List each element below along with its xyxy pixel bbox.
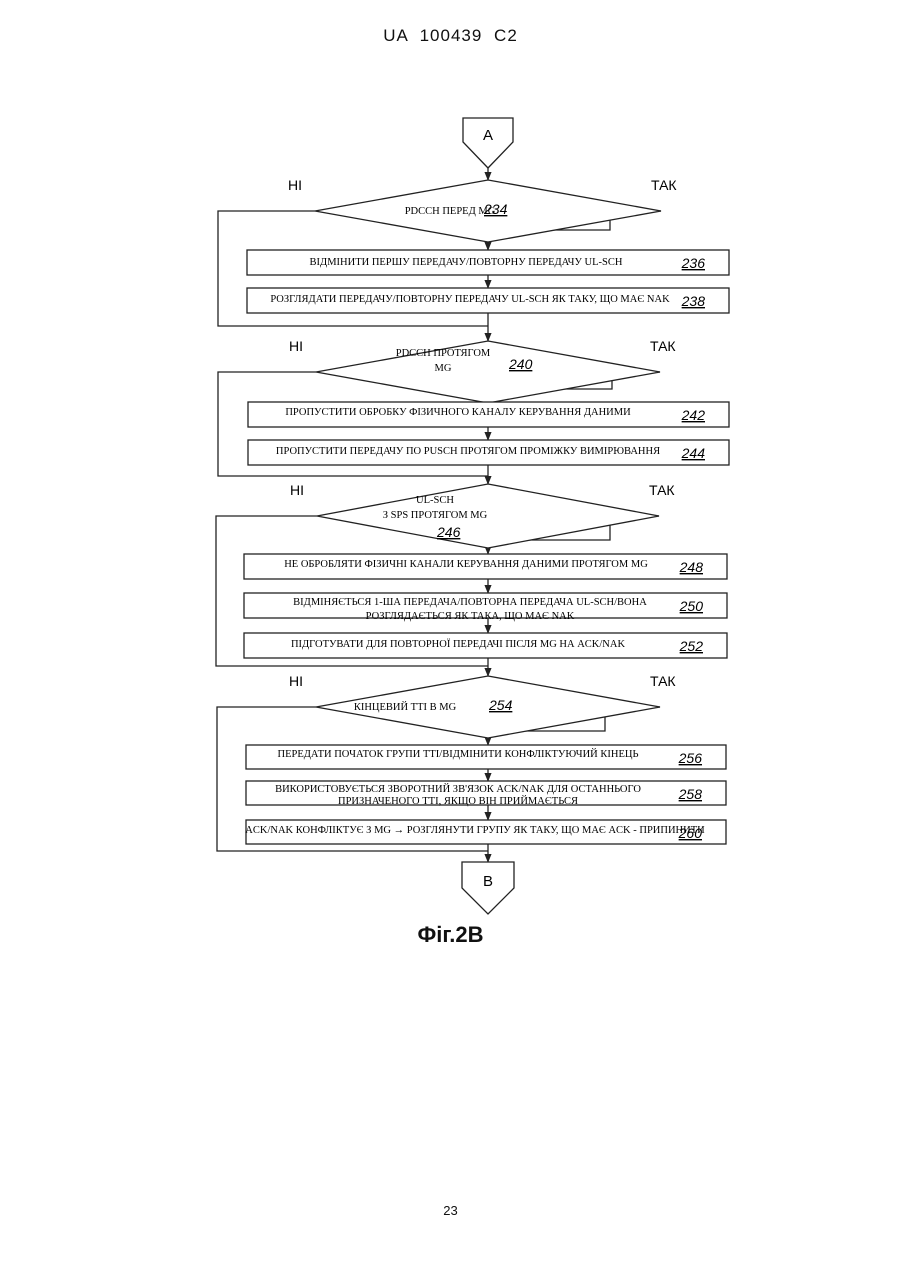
process-step-260: ACK/NAK КОНФЛІКТУЄ З MG → РОЗГЛЯНУТИ ГРУ… <box>245 820 726 844</box>
figure-caption: Фіг.2В <box>0 922 901 948</box>
start-connector: A <box>463 118 513 168</box>
decision-246-shape <box>317 484 659 548</box>
process-step-244: ПРОПУСТИТИ ПЕРЕДАЧУ ПО PUSCH ПРОТЯГОМ ПР… <box>248 440 729 465</box>
decision-254-no-label: НІ <box>289 673 303 689</box>
process-step-236-label: ВІДМІНИТИ ПЕРШУ ПЕРЕДАЧУ/ПОВТОРНУ ПЕРЕДА… <box>310 257 623 268</box>
decision-240-yes-label: ТАК <box>650 338 676 354</box>
process-step-258-label: ПРИЗНАЧЕНОГО TTI, ЯКЩО ВІН ПРИЙМАЄТЬСЯ <box>338 795 578 807</box>
decision-254-yes-label: ТАК <box>650 673 676 689</box>
process-step-248-label: НЕ ОБРОБЛЯТИ ФІЗИЧНІ КАНАЛИ КЕРУВАННЯ ДА… <box>284 559 648 570</box>
process-step-256-label: ПЕРЕДАТИ ПОЧАТОК ГРУПИ TTI/ВІДМІНИТИ КОН… <box>278 748 639 760</box>
decision-246-no-label: НІ <box>290 482 304 498</box>
end-connector-label: B <box>483 873 493 890</box>
decision-246-ref: 246 <box>436 524 461 540</box>
process-step-238-ref: 238 <box>681 293 706 309</box>
decision-234-ref: 234 <box>483 201 508 217</box>
decision-240-label: MG <box>435 363 452 374</box>
process-step-250-label: РОЗГЛЯДАЄТЬСЯ ЯК ТАКА, ЩО МАЄ NAK <box>366 611 575 622</box>
process-step-242: ПРОПУСТИТИ ОБРОБКУ ФІЗИЧНОГО КАНАЛУ КЕРУ… <box>248 402 729 427</box>
process-step-238-label: РОЗГЛЯДАТИ ПЕРЕДАЧУ/ПОВТОРНУ ПЕРЕДАЧУ UL… <box>270 294 670 305</box>
decision-246-label: UL-SCH <box>416 495 454 506</box>
process-step-244-ref: 244 <box>681 445 706 461</box>
process-step-260-label: ACK/NAK КОНФЛІКТУЄ З MG → РОЗГЛЯНУТИ ГРУ… <box>245 825 705 836</box>
process-step-236-ref: 236 <box>681 255 706 271</box>
decision-234-label: PDCCH ПЕРЕД MG <box>405 206 496 217</box>
process-step-250-ref: 250 <box>679 598 704 614</box>
start-connector-label: A <box>483 127 493 144</box>
decision-254-ref: 254 <box>488 697 513 713</box>
decision-240-no-label: НІ <box>289 338 303 354</box>
process-step-252-label: ПІДГОТУВАТИ ДЛЯ ПОВТОРНОЇ ПЕРЕДАЧІ ПІСЛЯ… <box>291 638 626 650</box>
decision-234: PDCCH ПЕРЕД MG234 НІ ТАК <box>288 177 677 242</box>
decision-240-label: PDCCH ПРОТЯГОМ <box>396 348 491 359</box>
process-step-238: РОЗГЛЯДАТИ ПЕРЕДАЧУ/ПОВТОРНУ ПЕРЕДАЧУ UL… <box>247 288 729 313</box>
process-step-250: ВІДМІНЯЄТЬСЯ 1-ША ПЕРЕДАЧА/ПОВТОРНА ПЕРЕ… <box>244 593 727 622</box>
process-step-248: НЕ ОБРОБЛЯТИ ФІЗИЧНІ КАНАЛИ КЕРУВАННЯ ДА… <box>244 554 727 579</box>
decision-240: PDCCH ПРОТЯГОМ MG 240 НІ ТАК <box>289 338 676 403</box>
decision-234-yes-label: ТАК <box>651 177 677 193</box>
decision-234-no-label: НІ <box>288 177 302 193</box>
process-step-236: ВІДМІНИТИ ПЕРШУ ПЕРЕДАЧУ/ПОВТОРНУ ПЕРЕДА… <box>247 250 729 275</box>
page-number: 23 <box>0 1203 901 1218</box>
decision-254-label: КІНЦЕВИЙ TTI В MG <box>354 701 457 713</box>
process-step-256-ref: 256 <box>678 750 703 766</box>
process-step-244-label: ПРОПУСТИТИ ПЕРЕДАЧУ ПО PUSCH ПРОТЯГОМ ПР… <box>276 446 660 457</box>
process-step-252: ПІДГОТУВАТИ ДЛЯ ПОВТОРНОЇ ПЕРЕДАЧІ ПІСЛЯ… <box>244 633 727 658</box>
end-connector: B <box>462 862 514 914</box>
decision-254: КІНЦЕВИЙ TTI В MG 254 НІ ТАК <box>289 673 676 738</box>
process-step-252-ref: 252 <box>679 638 704 654</box>
process-step-242-ref: 242 <box>681 407 706 423</box>
process-step-242-label: ПРОПУСТИТИ ОБРОБКУ ФІЗИЧНОГО КАНАЛУ КЕРУ… <box>285 407 631 418</box>
decision-246-label: З SPS ПРОТЯГОМ MG <box>383 510 488 521</box>
decision-240-ref: 240 <box>508 356 533 372</box>
process-step-258-ref: 258 <box>678 786 703 802</box>
process-step-258-label: ВИКОРИСТОВУЄТЬСЯ ЗВОРОТНИЙ ЗВ'ЯЗОК ACK/N… <box>275 783 641 795</box>
process-step-258: ВИКОРИСТОВУЄТЬСЯ ЗВОРОТНИЙ ЗВ'ЯЗОК ACK/N… <box>246 781 726 807</box>
process-step-248-ref: 248 <box>679 559 704 575</box>
decision-246: UL-SCH З SPS ПРОТЯГОМ MG 246 НІ ТАК <box>290 482 675 548</box>
process-step-256: ПЕРЕДАТИ ПОЧАТОК ГРУПИ TTI/ВІДМІНИТИ КОН… <box>246 745 726 769</box>
process-step-250-label: ВІДМІНЯЄТЬСЯ 1-ША ПЕРЕДАЧА/ПОВТОРНА ПЕРЕ… <box>293 597 647 608</box>
decision-246-yes-label: ТАК <box>649 482 675 498</box>
process-step-260-ref: 260 <box>678 825 703 841</box>
